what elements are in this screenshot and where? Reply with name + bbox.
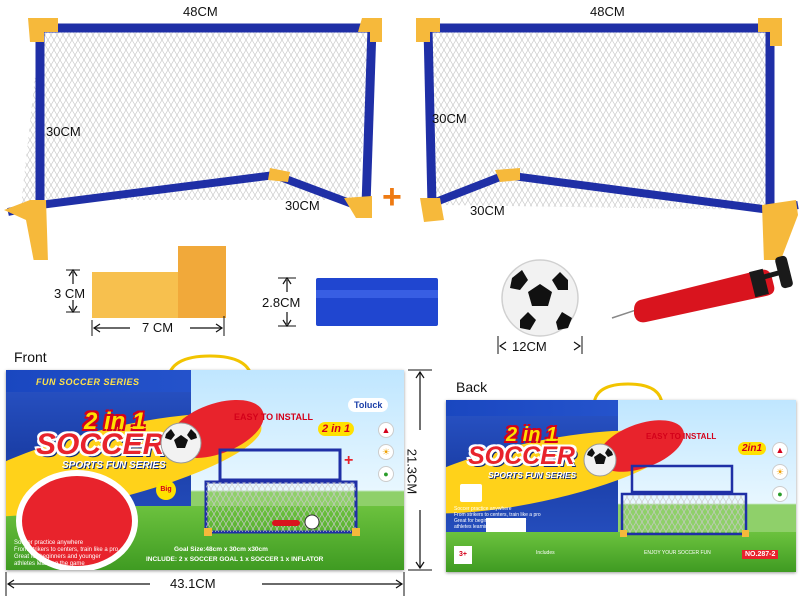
right-goal-net [428, 30, 770, 210]
back-box-info-4: athletes learning the game [454, 524, 513, 530]
right-goal-corner-br [762, 200, 798, 260]
tube-part [316, 278, 438, 326]
front-box: FUN SOCCER SERIES 2 in 1 SOCCER SPORTS F… [6, 370, 404, 570]
back-box-goals-art [620, 464, 749, 537]
front-box-subtitle: SPORTS FUN SERIES [62, 460, 166, 471]
front-box-info-3: Great for beginners and younger [14, 554, 101, 560]
left-goal-net [20, 30, 372, 215]
goals-illustration [4, 18, 799, 260]
back-box-includes: Includes [536, 550, 555, 556]
front-box-goal-size: Goal Size:48cm x 30cm x30cm [174, 546, 268, 553]
back-box-enjoy: ENJOY YOUR SOCCER FUN [644, 550, 711, 556]
back-box-age-badge: 3+ [454, 546, 472, 564]
tube-height-label: 2.8CM [262, 295, 301, 310]
right-goal-width-label: 48CM [590, 4, 625, 19]
connector-part [92, 246, 226, 318]
back-box-info-1: Soccer practice anywhere [454, 506, 512, 512]
back-caption: Back [456, 379, 488, 395]
front-box-height-label: 21.3CM [404, 448, 420, 495]
back-box-2in1-badge: 2in1 [738, 442, 767, 455]
front-box-sun-icon: ☀ [378, 444, 394, 460]
front-box-handle [166, 354, 254, 381]
back-box-thumb-icon: ▲ [772, 442, 788, 458]
back-box-subtitle: SPORTS FUN SERIES [488, 470, 577, 480]
back-box-model-number: NO.287-2 [742, 550, 779, 559]
left-goal-back-bar [39, 171, 276, 209]
back-box-leaf-icon: ● [772, 486, 788, 502]
left-goal-corner-tl [28, 18, 58, 42]
back-box-handle [592, 382, 664, 405]
back-box-sun-icon: ☀ [772, 464, 788, 480]
back-box-info-2: From strikers to centers, train like a p… [454, 512, 541, 518]
front-box-2in1-badge: 2 in 1 [318, 422, 355, 436]
front-box-big-badge: Big [156, 480, 176, 500]
front-box-include: INCLUDE: 2 x SOCCER GOAL 1 x SOCCER 1 x … [146, 556, 324, 563]
front-box-brand-logo: Toluck [348, 398, 389, 412]
right-goal-height-label: 30CM [432, 111, 467, 126]
front-box-title-2in1: 2 in 1 [84, 408, 146, 435]
connector-height-label: 3 CM [54, 286, 86, 301]
left-goal-corner-bl [4, 200, 48, 260]
left-goal-height-label: 30CM [46, 124, 81, 139]
back-box-title-2in1: 2 in 1 [506, 424, 558, 446]
front-box-width-label: 43.1CM [170, 576, 216, 591]
right-goal-corner-back [495, 168, 520, 182]
right-goal-left-post [423, 27, 437, 206]
front-caption: Front [14, 349, 47, 365]
back-box-title-soccer: SOCCER [468, 442, 575, 470]
left-goal-width-label: 48CM [183, 4, 218, 19]
parts-illustration [66, 246, 793, 354]
pump-part [611, 255, 793, 323]
left-goal-corner-br [344, 196, 372, 218]
front-box-title-soccer: SOCCER [36, 428, 165, 461]
back-box-easy-install: EASY TO INSTALL [646, 432, 717, 441]
ball-diameter-label: 12CM [512, 339, 547, 354]
front-box-info-2: From strikers to centers, train like a p… [14, 547, 119, 553]
back-box: 2 in 1 SOCCER SPORTS FUN SERIES EASY TO … [446, 400, 796, 572]
front-box-leaf-icon: ● [378, 466, 394, 482]
right-goal-depth-label: 30CM [470, 203, 505, 218]
front-box-ball-icon [160, 422, 202, 464]
back-box-parts-preview [486, 518, 526, 532]
front-box-red-disc [16, 470, 138, 570]
front-box-goals-art [204, 448, 360, 536]
left-goal-right-post [361, 27, 377, 206]
front-box-dimension-lines [5, 369, 432, 596]
left-goal-depth-label: 30CM [285, 198, 320, 213]
left-goal-corner-back [268, 168, 290, 182]
front-box-easy-install: EASY TO INSTALL [234, 412, 314, 422]
front-box-info-4: athletes learning the game [14, 561, 85, 567]
front-box-info-1: Soccer practice anywhere [14, 540, 84, 546]
right-goal-corner-tr [758, 18, 782, 46]
right-goal-side-bar [426, 171, 507, 209]
left-goal [4, 18, 382, 260]
front-box-plus: + [344, 452, 354, 469]
right-goal-corner-tl [416, 18, 440, 42]
back-box-player-image [460, 484, 482, 502]
front-box-top-strip-text: FUN SOCCER SERIES [36, 377, 140, 387]
right-goal [416, 18, 799, 260]
back-box-grass [446, 532, 796, 572]
soccer-ball-part [501, 259, 579, 337]
front-box-thumb-icon: ▲ [378, 422, 394, 438]
right-goal-back-bar [504, 171, 771, 214]
back-box-ball-icon [583, 443, 617, 477]
plus-sign: + [382, 178, 402, 216]
connector-length-label: 7 CM [142, 320, 174, 335]
left-goal-corner-tr [358, 18, 382, 42]
right-goal-corner-bl [420, 198, 444, 222]
